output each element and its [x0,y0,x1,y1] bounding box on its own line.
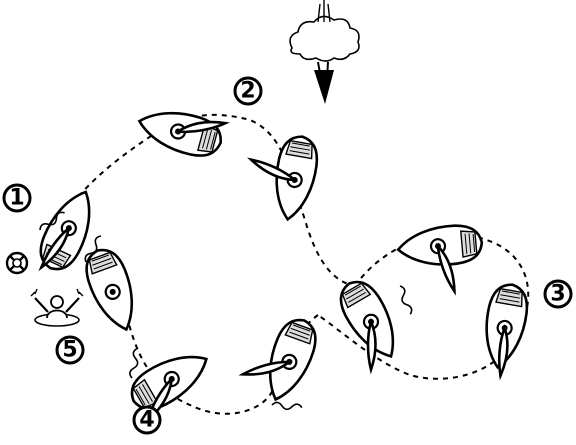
step-marker-4: 4 [134,407,160,433]
wind-arrow-icon [314,62,334,104]
step-label: 3 [550,282,565,307]
step-marker-2: 2 [235,78,261,104]
wind-cloud-icon [290,0,359,61]
person-overboard-icon [31,289,83,326]
boat-position-2a [134,98,227,162]
step-marker-3: 3 [545,281,571,307]
step-label: 1 [9,186,24,211]
life-ring-icon [7,253,27,273]
wake-mark [397,285,413,315]
boat-position-3b [477,281,531,378]
boat-position-3a [396,223,485,296]
step-marker-1: 1 [4,185,30,211]
step-marker-5: 5 [57,337,83,363]
wake-mark [272,402,302,411]
step-label: 2 [240,79,255,104]
wake-mark [129,348,140,379]
boat-position-3c [326,274,409,373]
step-label: 4 [139,408,154,433]
boat-position-2b [241,128,321,222]
step-label: 5 [62,338,77,363]
boat-position-5 [80,244,145,336]
